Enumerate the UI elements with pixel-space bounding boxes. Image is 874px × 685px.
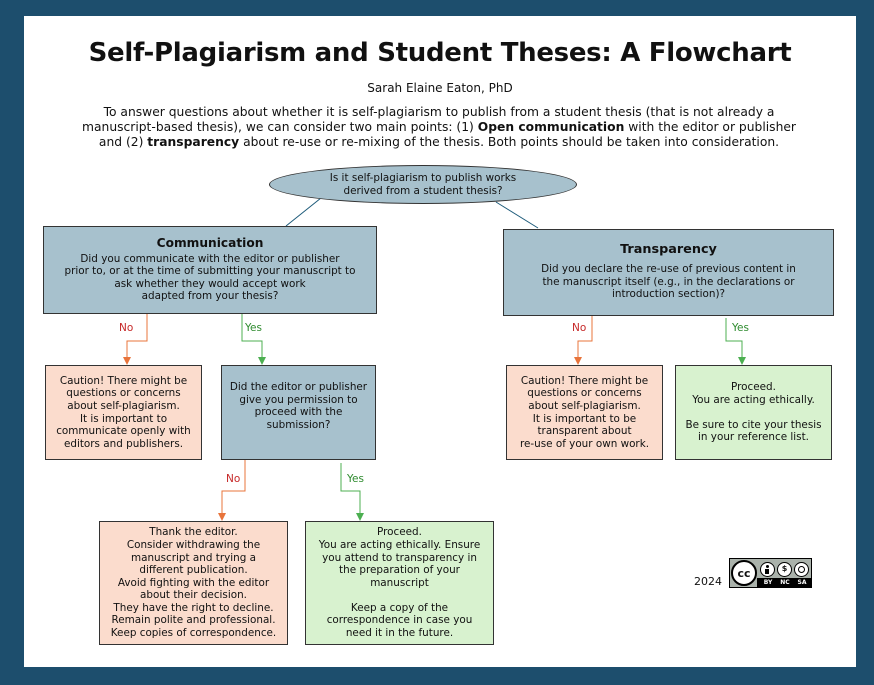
intro-text-1: To answer questions about whether it is … [82,105,775,134]
communication-title: Communication [156,236,264,251]
sharealike-icon [794,562,809,577]
communication-no-label: No [119,322,134,334]
permission-denied-box: Thank the editor. Consider withdrawing t… [99,521,288,645]
intro-bold-open-communication: Open communication [477,120,625,134]
permission-no-connector [221,460,246,519]
connector-lines [123,197,746,521]
cc-license-badge: cc $ BY NC SA [729,558,812,588]
intro-text-2: with the editor or publisher and (2) [98,120,796,149]
cc-icon: cc [731,560,757,586]
permission-no-arrowhead [218,513,226,521]
cc-icon-text: cc [737,566,751,580]
permission-question-text: Did the editor or publisher give you per… [229,381,368,431]
root-question-node: Is it self-plagiarism to publish works d… [269,165,577,204]
transparency-no-label: No [572,322,587,334]
permission-no-label: No [226,473,241,485]
permission-yes-arrowhead [356,513,364,521]
attribution-icon [760,562,775,577]
transparency-yes-connector [725,318,743,363]
nc-label: NC [780,578,790,586]
intro-paragraph: To answer questions about whether it is … [72,105,806,150]
transparency-proceed-box: Proceed. You are acting ethically. Be su… [675,365,832,460]
transparency-caution-text: Caution! There might be questions or con… [519,374,650,450]
transparency-question-box: Transparency Did you declare the re-use … [503,229,834,316]
communication-no-arrowhead [123,357,131,365]
copyright-year: 2024 [694,575,722,588]
transparency-question-text: Did you declare the re-use of previous c… [541,262,796,301]
permission-denied-text: Thank the editor. Consider withdrawing t… [110,526,277,640]
page-title: Self-Plagiarism and Student Theses: A Fl… [88,38,792,68]
permission-yes-connector [340,463,361,519]
transparency-no-connector [577,316,593,363]
by-label: BY [763,578,773,586]
permission-granted-text: Proceed. You are acting ethically. Ensur… [318,526,481,640]
root-to-communication-line [285,197,322,227]
communication-no-connector [126,314,148,363]
permission-granted-box: Proceed. You are acting ethically. Ensur… [305,521,494,645]
intro-bold-transparency: transparency [147,135,240,149]
transparency-yes-arrowhead [738,357,746,365]
permission-yes-label: Yes [347,473,364,485]
root-question-text: Is it self-plagiarism to publish works d… [329,171,517,197]
author-name: Sarah Elaine Eaton, PhD [367,81,513,95]
flowchart-page: Self-Plagiarism and Student Theses: A Fl… [24,16,856,667]
communication-yes-arrowhead [258,357,266,365]
root-to-transparency-line [495,201,539,229]
communication-yes-connector [241,314,263,363]
transparency-yes-label: Yes [732,322,749,334]
transparency-no-arrowhead [574,357,582,365]
communication-question-box: Communication Did you communicate with t… [43,226,377,314]
transparency-caution-box: Caution! There might be questions or con… [506,365,663,460]
transparency-proceed-text: Proceed. You are acting ethically. Be su… [685,381,822,444]
communication-question-text: Did you communicate with the editor or p… [64,252,356,303]
communication-caution-text: Caution! There might be questions or con… [56,374,191,450]
communication-yes-label: Yes [245,322,262,334]
sa-label: SA [797,578,807,586]
transparency-title: Transparency [620,242,717,258]
intro-text-3: about re-use or re-mixing of the thesis.… [239,135,780,149]
noncommercial-icon: $ [777,562,792,577]
communication-caution-box: Caution! There might be questions or con… [45,365,202,460]
permission-question-box: Did the editor or publisher give you per… [221,365,376,460]
license-label-strip [757,578,812,588]
